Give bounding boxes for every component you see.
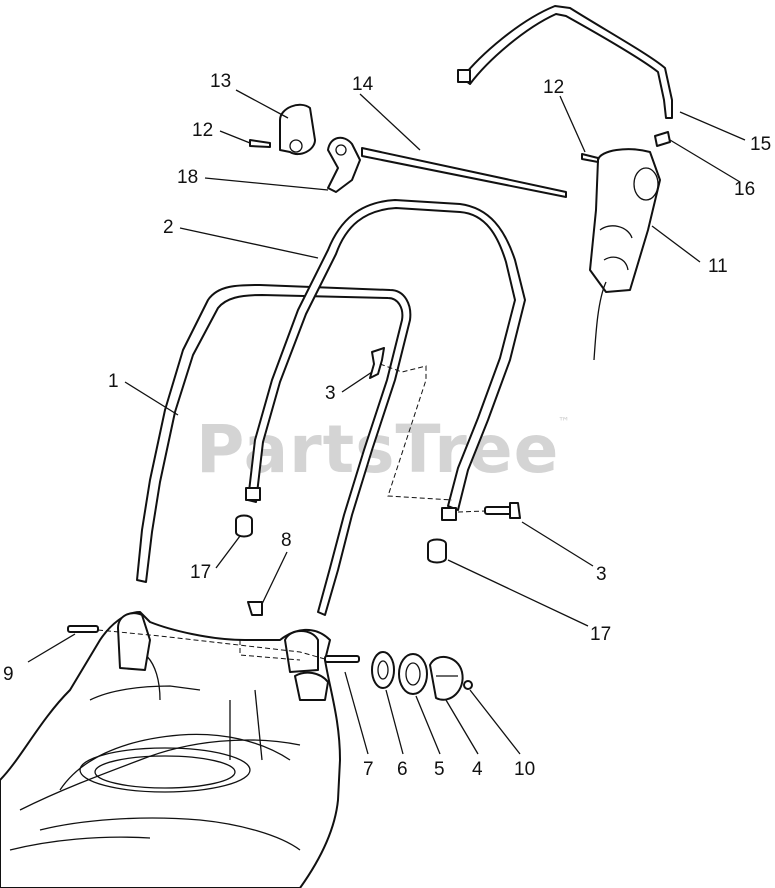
watermark-trademark: ™ <box>558 415 570 429</box>
axle-pin-7 <box>324 655 360 663</box>
callout-9: 9 <box>3 664 14 685</box>
nut-10 <box>463 680 473 690</box>
callout-3-upper: 3 <box>325 383 336 404</box>
screw-12-left <box>249 139 271 148</box>
axle-pin-9 <box>67 625 99 633</box>
cap-17-right <box>427 538 447 564</box>
callout-1: 1 <box>108 371 119 392</box>
handle-end-left <box>245 487 261 501</box>
callout-13: 13 <box>210 71 231 92</box>
callout-14: 14 <box>352 74 374 95</box>
callout-15: 15 <box>750 134 771 155</box>
mower-deck <box>0 611 341 888</box>
axle-rods <box>67 625 360 663</box>
screw-12-right <box>581 153 599 163</box>
bolt-3-lower <box>457 502 521 519</box>
clip-8 <box>247 601 263 616</box>
callout-12-left: 12 <box>192 120 213 141</box>
callout-5: 5 <box>434 759 445 780</box>
callout-2: 2 <box>163 217 174 238</box>
callout-7: 7 <box>363 759 374 780</box>
rod-14 <box>361 147 567 198</box>
bushing-5 <box>398 653 428 695</box>
handle-end-right <box>441 507 457 521</box>
leader-lines <box>27 89 746 755</box>
upper-handle <box>245 199 526 521</box>
cap-17-left <box>235 514 253 538</box>
callout-17-left: 17 <box>190 562 211 583</box>
callout-12-right: 12 <box>543 77 564 98</box>
lower-handle <box>136 284 412 616</box>
control-housing-11 <box>589 148 661 361</box>
wheel-assembly <box>371 651 473 701</box>
clip-18 <box>327 136 361 193</box>
bracket-13 <box>279 103 316 156</box>
callout-8: 8 <box>281 530 292 551</box>
bail-end <box>457 69 471 83</box>
bail-15 <box>461 5 673 119</box>
callout-3-lower: 3 <box>596 564 607 585</box>
callout-labels: 13 14 12 12 18 15 16 2 11 1 3 3 8 17 17 … <box>3 71 771 780</box>
callout-16: 16 <box>734 179 755 200</box>
callout-4: 4 <box>472 759 483 780</box>
cap-4 <box>429 656 464 701</box>
callout-18: 18 <box>177 167 198 188</box>
callout-17-right: 17 <box>590 624 611 645</box>
washer-6 <box>371 651 395 689</box>
wing-nut-3 <box>369 347 453 501</box>
callout-11: 11 <box>708 256 728 277</box>
callout-10: 10 <box>514 759 535 780</box>
callout-6: 6 <box>397 759 408 780</box>
clip-16 <box>654 131 671 147</box>
